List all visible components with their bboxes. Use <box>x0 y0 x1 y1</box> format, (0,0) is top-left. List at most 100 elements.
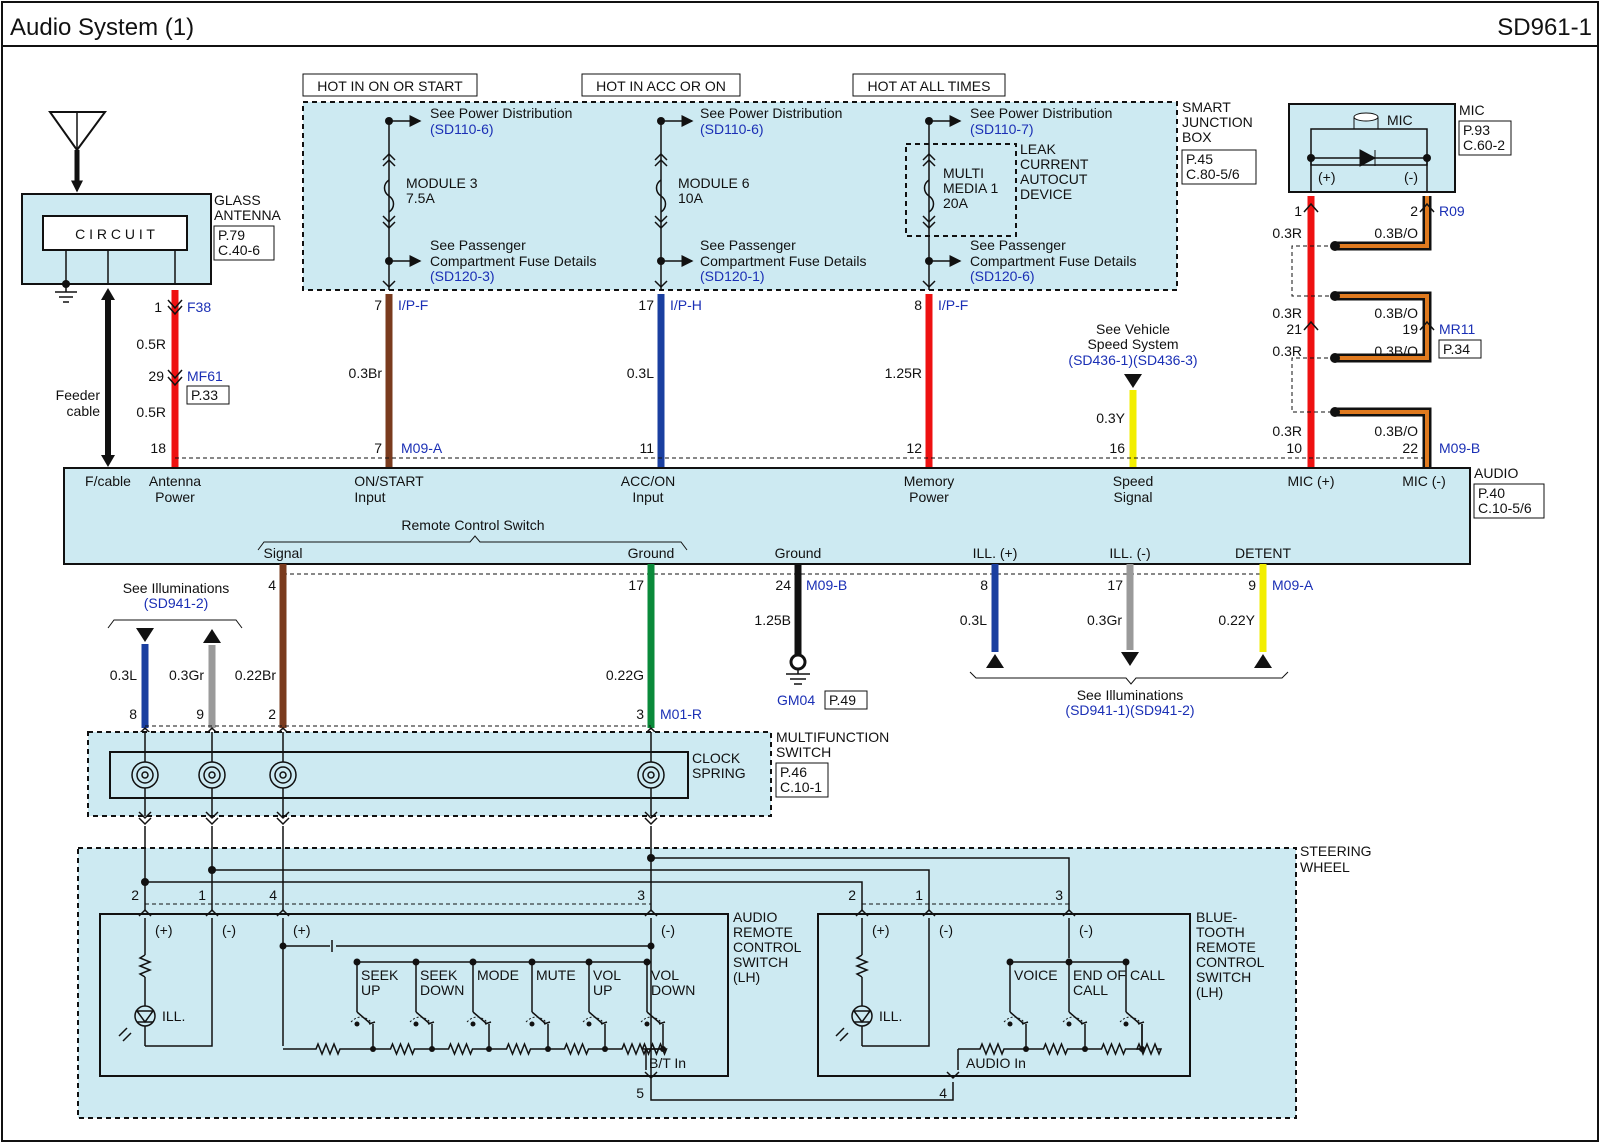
audio-pin-10: 10 <box>1286 440 1302 456</box>
audio-term-mem-1: Memory <box>904 473 955 489</box>
fuse-2-rating: 10A <box>678 190 704 206</box>
r09-connector: R09 <box>1439 203 1465 219</box>
arcs-title-5: (LH) <box>733 969 760 985</box>
mr11-page: P.34 <box>1443 341 1470 357</box>
arcs-title-1: AUDIO <box>733 909 777 925</box>
audio-term-antenna-1: Antenna <box>149 473 201 489</box>
bt-title-2: TOOTH <box>1196 924 1245 940</box>
fuse-1-see-power: See Power Distribution <box>430 105 572 121</box>
ground-point-icon <box>789 653 807 671</box>
arcs-bt-in: B/T In <box>649 1055 686 1071</box>
audio-bottom-pin-9: 9 <box>1248 577 1256 593</box>
sjb-connector: C.80-5/6 <box>1186 166 1240 182</box>
audio-pin-22: 22 <box>1402 440 1418 456</box>
arcs-button-1-label-1: SEEK <box>420 967 458 983</box>
feeder-label-1: Feeder <box>56 387 101 403</box>
see-ill-right-ref: (SD941-1)(SD941-2) <box>1065 702 1194 718</box>
arcs-pos: (+) <box>155 922 173 938</box>
m01r-connector: M01-R <box>660 706 702 722</box>
sjb-label-3: BOX <box>1182 129 1212 145</box>
fuse-2-see-power: See Power Distribution <box>700 105 842 121</box>
see-ill-left: See Illuminations <box>123 580 230 596</box>
audio-term-mic-pos: MIC (+) <box>1287 473 1334 489</box>
arcs-button-5-label-1: VOL <box>651 967 679 983</box>
audio-bottom-m09a: M09-A <box>1272 577 1314 593</box>
mr11-pin21: 21 <box>1286 321 1302 337</box>
page-title: Audio System (1) <box>10 14 194 41</box>
audio-term-mem-2: Power <box>909 489 949 505</box>
bt-pos: (+) <box>872 922 890 938</box>
wire-03bo-2: 0.3B/O <box>1374 305 1418 321</box>
sjb-label-1: SMART <box>1182 99 1231 115</box>
arcs-button-1-label-2: DOWN <box>420 982 464 998</box>
gm04-ground-icon <box>786 669 810 685</box>
wire-022br: 0.22Br <box>235 667 277 683</box>
audio-bottom-pin-4: 4 <box>268 577 276 593</box>
arcs-button-0-label-2: UP <box>361 982 380 998</box>
arcs-button-3-label-1: MUTE <box>536 967 576 983</box>
audio-term-acc-1: ACC/ON <box>621 473 675 489</box>
hot-acc-on-label: HOT IN ACC OR ON <box>596 78 726 94</box>
mic-diode-icon <box>1359 149 1377 167</box>
audio-term-detent: DETENT <box>1235 545 1291 561</box>
mic-component: MIC (+) (-) MIC P.93 C.60-2 <box>1288 102 1512 193</box>
arcs-pin-3: 3 <box>637 887 645 903</box>
audio-term-ground: Ground <box>775 545 822 561</box>
leak-label-3: AUTOCUT <box>1020 171 1088 187</box>
mf61-pin: 29 <box>148 368 164 384</box>
bt-button-1-label-2: CALL <box>1073 982 1108 998</box>
bt-title-1: BLUE- <box>1196 909 1238 925</box>
audio-term-ground-rcs: Ground <box>628 545 675 561</box>
audio-pin-18: 18 <box>150 440 166 456</box>
iph-connector: I/P-H <box>670 297 702 313</box>
bt-audio-in: AUDIO In <box>966 1055 1026 1071</box>
audio-term-acc-2: Input <box>632 489 663 505</box>
bt-pin-3: 3 <box>1055 887 1063 903</box>
arcs-title-3: CONTROL <box>733 939 802 955</box>
antenna-circuit-label: C I R C U I T <box>75 226 155 242</box>
fuse-module-6: See Power Distribution (SD110-6) MODULE … <box>654 105 867 290</box>
fuse-1-ref-top: (SD110-6) <box>430 121 494 137</box>
audio-pin-7: 7 <box>374 440 382 456</box>
wire-03l: 0.3L <box>627 365 654 381</box>
steering-pin-5: 5 <box>636 1085 644 1101</box>
bt-neg2: (-) <box>1079 922 1093 938</box>
mic-pos: (+) <box>1318 169 1336 185</box>
mic-inner-label: MIC <box>1387 112 1413 128</box>
mf-pin-9: 9 <box>196 706 204 722</box>
fuse-multi-media-1: See Power Distribution (SD110-7) MULTI M… <box>922 105 1137 290</box>
glass-antenna-label-1: GLASS <box>214 192 261 208</box>
clock-spring-label-1: CLOCK <box>692 750 741 766</box>
audio-unit: F/cable Antenna Power ON/START Input ACC… <box>63 465 1545 565</box>
audio-term-speed-1: Speed <box>1113 473 1153 489</box>
bt-title-3: REMOTE <box>1196 939 1256 955</box>
steering-label-1: STEERING <box>1300 843 1372 859</box>
r09-pin2: 2 <box>1410 203 1418 219</box>
audio-bottom-m09b: M09-B <box>806 577 847 593</box>
leak-current-device-box <box>905 143 1017 237</box>
mic-page: P.93 <box>1463 122 1490 138</box>
arcs-pin-1: 1 <box>198 887 206 903</box>
vss-label-1: See Vehicle <box>1096 321 1170 337</box>
leak-label-1: LEAK <box>1020 141 1056 157</box>
vss-ref: (SD436-1)(SD436-3) <box>1068 352 1197 368</box>
audio-bottom-pin-8: 8 <box>980 577 988 593</box>
fuse-2-name: MODULE 6 <box>678 175 750 191</box>
arcs-neg2: (-) <box>661 922 675 938</box>
gm04-connector: GM04 <box>777 692 815 708</box>
wire-03gr-left: 0.3Gr <box>169 667 204 683</box>
audio-bottom-pin-17: 17 <box>628 577 644 593</box>
audio-bottom-pin-24: 24 <box>775 577 791 593</box>
mr11-pin19: 19 <box>1402 321 1418 337</box>
see-ill-left-ref: (SD941-2) <box>144 595 209 611</box>
wire-125r: 1.25R <box>885 365 922 381</box>
arcs-button-5-label-2: DOWN <box>651 982 695 998</box>
bt-button-2-label-1: CALL <box>1130 967 1165 983</box>
ipf-b-connector: I/P-F <box>938 297 968 313</box>
fuse-3-name-2: MEDIA 1 <box>943 180 998 196</box>
glass-antenna-page: P.79 <box>218 227 245 243</box>
r09-pin1: 1 <box>1294 203 1302 219</box>
audio-term-ill-neg: ILL. (-) <box>1109 545 1150 561</box>
fuse-2-ref-top: (SD110-6) <box>700 121 764 137</box>
